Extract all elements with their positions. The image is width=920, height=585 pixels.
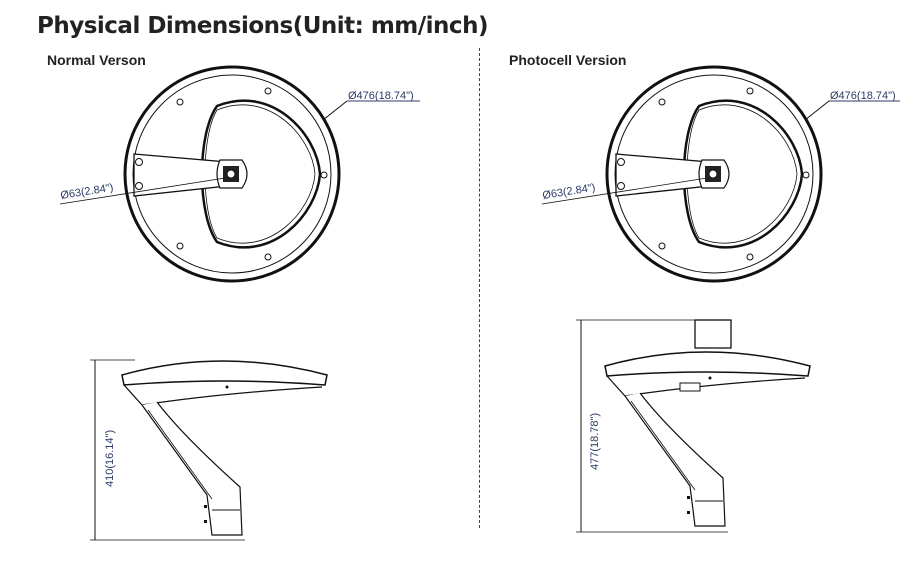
photocell-sensor <box>694 319 732 349</box>
normal-side-view <box>121 360 328 536</box>
normal-top-view <box>123 65 341 283</box>
photocell-side-view <box>604 351 811 527</box>
normal-diameter-label: Ø476(18.74") <box>348 90 414 102</box>
section-divider <box>479 48 480 528</box>
page-title: Physical Dimensions(Unit: mm/inch) <box>37 13 488 39</box>
photocell-version-label: Photocell Version <box>509 52 627 68</box>
photocell-bracket <box>679 382 701 392</box>
photocell-diameter-label: Ø476(18.74") <box>830 90 896 102</box>
photocell-top-view <box>605 65 823 283</box>
photocell-pole-label: Ø63(2.84") <box>542 182 597 202</box>
normal-version-label: Normal Verson <box>47 52 146 68</box>
photocell-height-label: 477(18.78") <box>589 413 601 470</box>
normal-height-label: 410(16.14") <box>104 430 116 487</box>
normal-pole-label: Ø63(2.84") <box>60 182 115 202</box>
